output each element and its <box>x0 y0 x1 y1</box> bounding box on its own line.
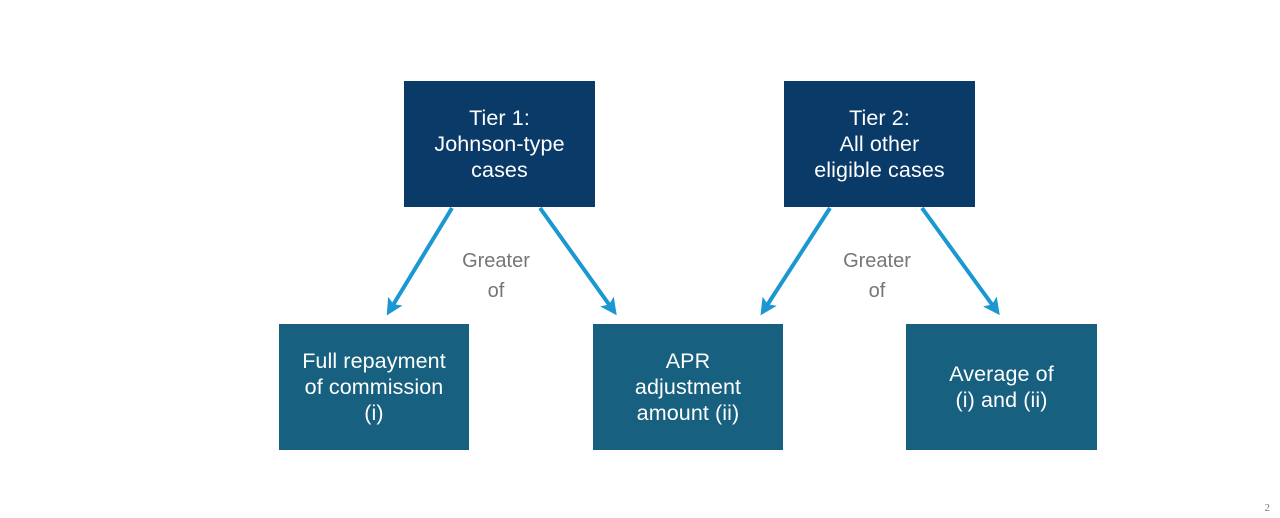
tier-box-tier1-label: Tier 1: Johnson-type cases <box>434 105 565 183</box>
outcome-box-apr-adjustment[interactable]: APR adjustment amount (ii) <box>593 324 783 450</box>
outcome-box-average[interactable]: Average of (i) and (ii) <box>906 324 1097 450</box>
page-number: 2 <box>1264 502 1271 514</box>
tier-box-tier2[interactable]: Tier 2: All other eligible cases <box>784 81 975 207</box>
outcome-box-full-repayment[interactable]: Full repayment of commission (i) <box>279 324 469 450</box>
connector-label-greater-of-2: Greater of <box>843 250 911 302</box>
outcome-box-apr-adjustment-label: APR adjustment amount (ii) <box>634 348 742 426</box>
connector-label-greater-of-1: Greater of <box>462 250 530 302</box>
tier-box-tier1[interactable]: Tier 1: Johnson-type cases <box>404 81 595 207</box>
outcome-box-average-label: Average of (i) and (ii) <box>949 361 1054 412</box>
tier-box-tier2-label: Tier 2: All other eligible cases <box>814 105 945 183</box>
outcome-box-full-repayment-label: Full repayment of commission (i) <box>302 348 446 426</box>
